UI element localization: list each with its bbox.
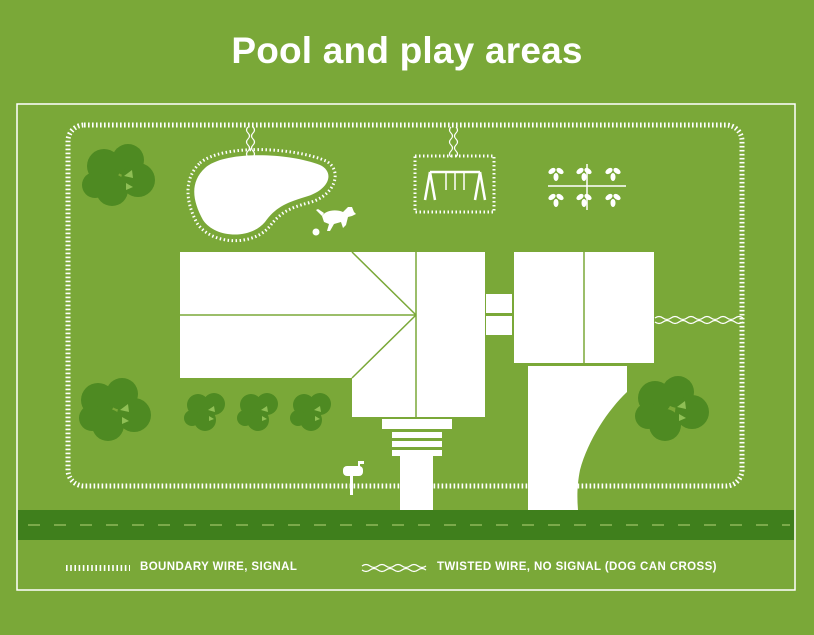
house — [180, 251, 485, 417]
tree-bottom-left-icon — [79, 378, 151, 441]
bush-2-icon — [237, 393, 278, 431]
legend-twisted-label: TWISTED WIRE, NO SIGNAL (DOG CAN CROSS) — [437, 561, 717, 573]
road — [18, 510, 794, 540]
pool-boundary-wire — [186, 148, 337, 243]
swing-set-icon — [423, 170, 487, 201]
tree-bottom-right-icon — [635, 376, 709, 441]
page-title: Pool and play areas — [231, 30, 583, 71]
legend-boundary-label: BOUNDARY WIRE, SIGNAL — [140, 561, 298, 573]
driveway — [528, 366, 627, 510]
legend-twisted-marker — [361, 563, 427, 573]
bush-1-icon — [184, 393, 225, 431]
twisted-wire-swing — [448, 126, 459, 158]
front-steps — [382, 419, 452, 456]
boundary-wire — [65, 122, 745, 489]
pool — [194, 155, 329, 235]
breezeway — [486, 316, 512, 335]
diagram-frame — [16, 103, 796, 591]
garage — [514, 252, 654, 363]
mailbox-icon — [343, 461, 364, 495]
garden-icon — [548, 164, 626, 210]
twisted-wire-garage — [654, 315, 744, 325]
dog-icon — [312, 207, 356, 236]
breezeway — [486, 294, 512, 313]
bush-3-icon — [290, 393, 331, 431]
tree-top-left-icon — [82, 144, 155, 206]
front-walkway — [400, 456, 433, 510]
